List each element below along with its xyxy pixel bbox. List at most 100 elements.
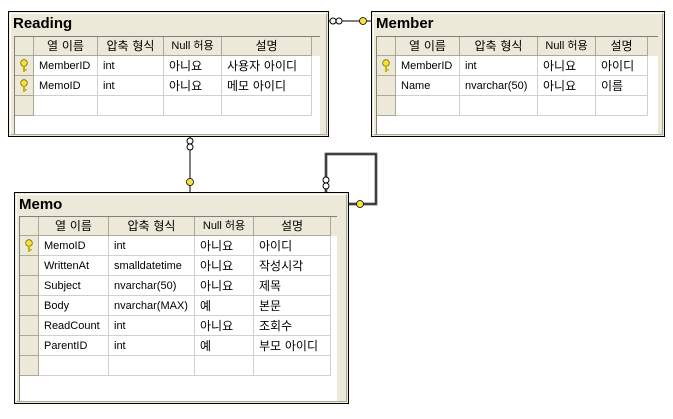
row-selector[interactable] (20, 256, 39, 276)
header-data-type[interactable]: 압축 형식 (460, 37, 538, 56)
table-member[interactable]: Member 열 이름 압축 형식 Null 허용 설명 MemberID in… (371, 11, 665, 137)
column-nullable[interactable]: 아니요 (164, 56, 222, 76)
empty-cell[interactable] (39, 356, 109, 376)
column-nullable[interactable]: 아니요 (195, 316, 254, 336)
column-nullable[interactable]: 아니요 (195, 256, 254, 276)
header-description[interactable]: 설명 (254, 217, 331, 236)
table-row[interactable]: MemoID int 아니요 아이디 (20, 236, 337, 256)
empty-cell[interactable] (222, 96, 312, 116)
empty-cell[interactable] (396, 96, 460, 116)
relationship-reading-member[interactable] (328, 17, 371, 25)
column-description[interactable]: 조회수 (254, 316, 331, 336)
column-nullable[interactable]: 예 (195, 336, 254, 356)
column-name[interactable]: Subject (39, 276, 109, 296)
column-name[interactable]: WrittenAt (39, 256, 109, 276)
column-description[interactable]: 아이디 (254, 236, 331, 256)
empty-cell[interactable] (109, 356, 195, 376)
column-name[interactable]: MemberID (396, 56, 460, 76)
table-row[interactable]: MemberID int 아니요 사용자 아이디 (15, 56, 320, 76)
header-column-name[interactable]: 열 이름 (396, 37, 460, 56)
column-description[interactable]: 본문 (254, 296, 331, 316)
empty-cell[interactable] (34, 96, 98, 116)
column-type[interactable]: int (109, 336, 195, 356)
relationship-reading-memo[interactable] (186, 136, 194, 192)
table-row[interactable]: Subject nvarchar(50) 아니요 제목 (20, 276, 337, 296)
column-name[interactable]: MemberID (34, 56, 98, 76)
column-name[interactable]: Body (39, 296, 109, 316)
header-data-type[interactable]: 압축 형식 (109, 217, 195, 236)
header-allow-nulls[interactable]: Null 허용 (195, 217, 254, 236)
empty-cell[interactable] (195, 356, 254, 376)
row-selector[interactable] (15, 56, 34, 76)
column-name[interactable]: ReadCount (39, 316, 109, 336)
row-selector[interactable] (20, 236, 39, 256)
table-row-empty[interactable] (377, 96, 658, 116)
column-description[interactable]: 이름 (596, 76, 648, 96)
column-nullable[interactable]: 아니요 (195, 236, 254, 256)
column-type[interactable]: int (109, 236, 195, 256)
column-name[interactable]: ParentID (39, 336, 109, 356)
column-description[interactable]: 작성시각 (254, 256, 331, 276)
table-row[interactable]: ParentID int 예 부모 아이디 (20, 336, 337, 356)
key-icon (186, 178, 194, 190)
header-column-name[interactable]: 열 이름 (39, 217, 109, 236)
empty-cell[interactable] (98, 96, 164, 116)
table-row[interactable]: MemberID int 아니요 아이디 (377, 56, 658, 76)
row-selector[interactable] (20, 356, 39, 376)
empty-cell[interactable] (596, 96, 648, 116)
row-selector[interactable] (15, 96, 34, 116)
table-row[interactable]: ReadCount int 아니요 조회수 (20, 316, 337, 336)
column-nullable[interactable]: 예 (195, 296, 254, 316)
column-nullable[interactable]: 아니요 (538, 76, 596, 96)
row-selector[interactable] (20, 336, 39, 356)
column-description[interactable]: 사용자 아이디 (222, 56, 312, 76)
table-row-empty[interactable] (20, 356, 337, 376)
column-type[interactable]: nvarchar(50) (460, 76, 538, 96)
column-type[interactable]: int (98, 76, 164, 96)
empty-cell[interactable] (538, 96, 596, 116)
table-memo[interactable]: Memo 열 이름 압축 형식 Null 허용 설명 MemoID int 아니… (14, 192, 349, 404)
row-selector[interactable] (377, 37, 396, 56)
column-description[interactable]: 아이디 (596, 56, 648, 76)
header-data-type[interactable]: 압축 형식 (98, 37, 164, 56)
column-type[interactable]: int (98, 56, 164, 76)
header-allow-nulls[interactable]: Null 허용 (538, 37, 596, 56)
row-selector[interactable] (15, 37, 34, 56)
column-type[interactable]: nvarchar(50) (109, 276, 195, 296)
table-row[interactable]: MemoID int 아니요 메모 아이디 (15, 76, 320, 96)
header-allow-nulls[interactable]: Null 허용 (164, 37, 222, 56)
header-description[interactable]: 설명 (596, 37, 648, 56)
column-type[interactable]: int (109, 316, 195, 336)
column-name[interactable]: Name (396, 76, 460, 96)
row-selector[interactable] (20, 276, 39, 296)
column-nullable[interactable]: 아니요 (538, 56, 596, 76)
table-row[interactable]: Body nvarchar(MAX) 예 본문 (20, 296, 337, 316)
column-name[interactable]: MemoID (34, 76, 98, 96)
column-name[interactable]: MemoID (39, 236, 109, 256)
header-description[interactable]: 설명 (222, 37, 312, 56)
relationship-memo-self[interactable] (322, 152, 378, 208)
table-reading[interactable]: Reading 열 이름 압축 형식 Null 허용 설명 MemberID i… (8, 11, 329, 137)
empty-cell[interactable] (254, 356, 331, 376)
empty-cell[interactable] (164, 96, 222, 116)
empty-cell[interactable] (460, 96, 538, 116)
row-selector[interactable] (20, 296, 39, 316)
column-type[interactable]: nvarchar(MAX) (109, 296, 195, 316)
column-type[interactable]: smalldatetime (109, 256, 195, 276)
header-column-name[interactable]: 열 이름 (34, 37, 98, 56)
table-row[interactable]: WrittenAt smalldatetime 아니요 작성시각 (20, 256, 337, 276)
column-nullable[interactable]: 아니요 (164, 76, 222, 96)
row-selector[interactable] (377, 76, 396, 96)
column-type[interactable]: int (460, 56, 538, 76)
row-selector[interactable] (377, 56, 396, 76)
column-description[interactable]: 메모 아이디 (222, 76, 312, 96)
column-nullable[interactable]: 아니요 (195, 276, 254, 296)
column-description[interactable]: 부모 아이디 (254, 336, 331, 356)
column-description[interactable]: 제목 (254, 276, 331, 296)
row-selector[interactable] (20, 217, 39, 236)
row-selector[interactable] (15, 76, 34, 96)
row-selector[interactable] (20, 316, 39, 336)
table-row-empty[interactable] (15, 96, 320, 116)
row-selector[interactable] (377, 96, 396, 116)
table-row[interactable]: Name nvarchar(50) 아니요 이름 (377, 76, 658, 96)
